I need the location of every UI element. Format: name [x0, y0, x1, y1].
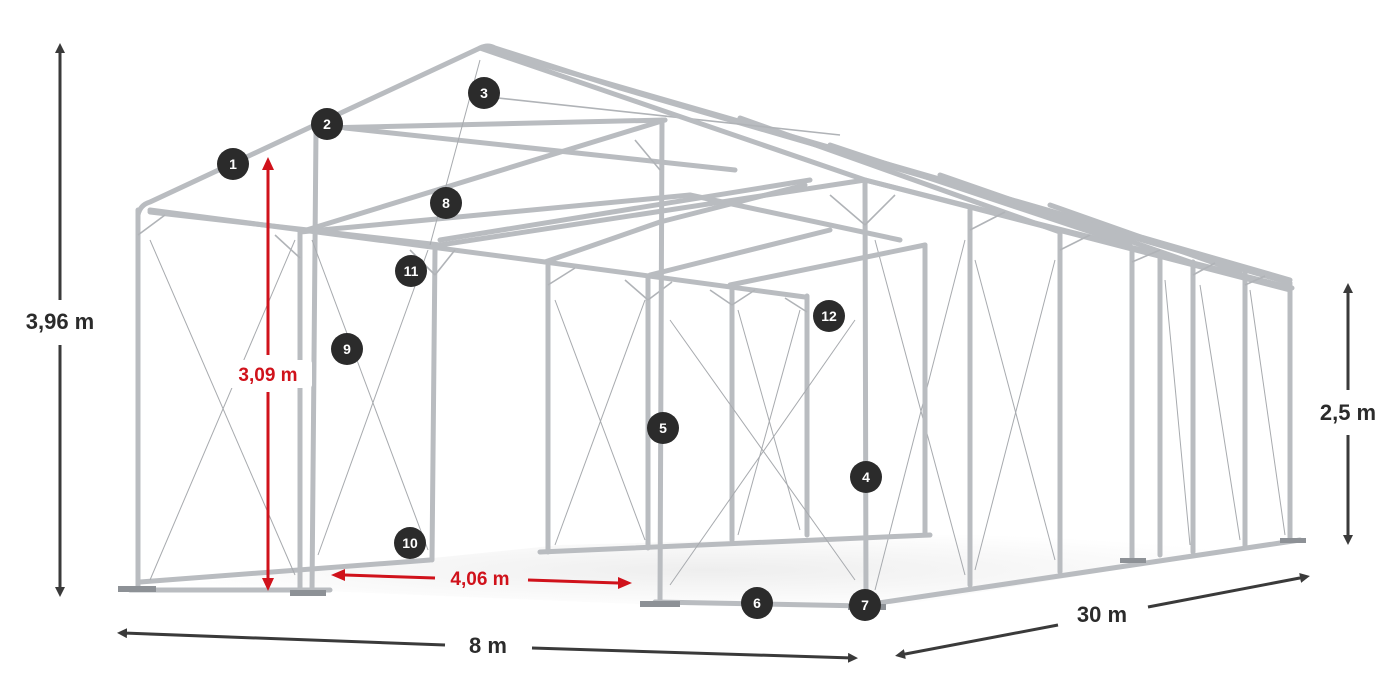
- svg-text:12: 12: [821, 308, 837, 324]
- inner-height-label: 3,09 m: [238, 365, 297, 386]
- part-badges: 1 2 3 4 5 6 7 8: [217, 77, 882, 621]
- length-label: 30 m: [1077, 602, 1127, 627]
- width-arrow: [117, 628, 446, 647]
- badge-9: 9: [331, 333, 363, 365]
- length-arrow: [895, 623, 1059, 659]
- dimension-arrows: 3,96 m 2,5 m 8 m 30 m 3,09 m 4,06 m: [26, 43, 1376, 663]
- svg-text:7: 7: [861, 597, 869, 613]
- badge-6: 6: [741, 587, 773, 619]
- total-height-label: 3,96 m: [26, 309, 95, 334]
- svg-text:8: 8: [442, 195, 450, 211]
- badge-12: 12: [813, 300, 845, 332]
- svg-text:10: 10: [402, 535, 418, 551]
- svg-text:9: 9: [343, 341, 351, 357]
- front-gable: [118, 43, 1306, 610]
- floor-shadow: [120, 530, 1300, 610]
- svg-text:2: 2: [323, 116, 331, 132]
- badge-3: 3: [468, 77, 500, 109]
- badge-4: 4: [850, 461, 882, 493]
- svg-text:11: 11: [404, 263, 419, 279]
- badge-8: 8: [430, 187, 462, 219]
- badge-11: 11: [395, 255, 427, 287]
- width-label: 8 m: [469, 633, 507, 658]
- inner-width-arrow: [344, 573, 436, 580]
- badge-1: 1: [217, 148, 249, 180]
- badge-2: 2: [311, 108, 343, 140]
- svg-text:6: 6: [753, 595, 761, 611]
- badge-7: 7: [849, 589, 881, 621]
- side-height-label: 2,5 m: [1320, 400, 1376, 425]
- svg-text:1: 1: [229, 156, 237, 172]
- badge-5: 5: [647, 412, 679, 444]
- svg-text:5: 5: [659, 420, 667, 436]
- badge-10: 10: [394, 527, 426, 559]
- svg-text:3: 3: [480, 85, 488, 101]
- inner-width-label: 4,06 m: [450, 569, 509, 590]
- far-side-wall: [482, 45, 1303, 608]
- svg-text:4: 4: [862, 469, 870, 485]
